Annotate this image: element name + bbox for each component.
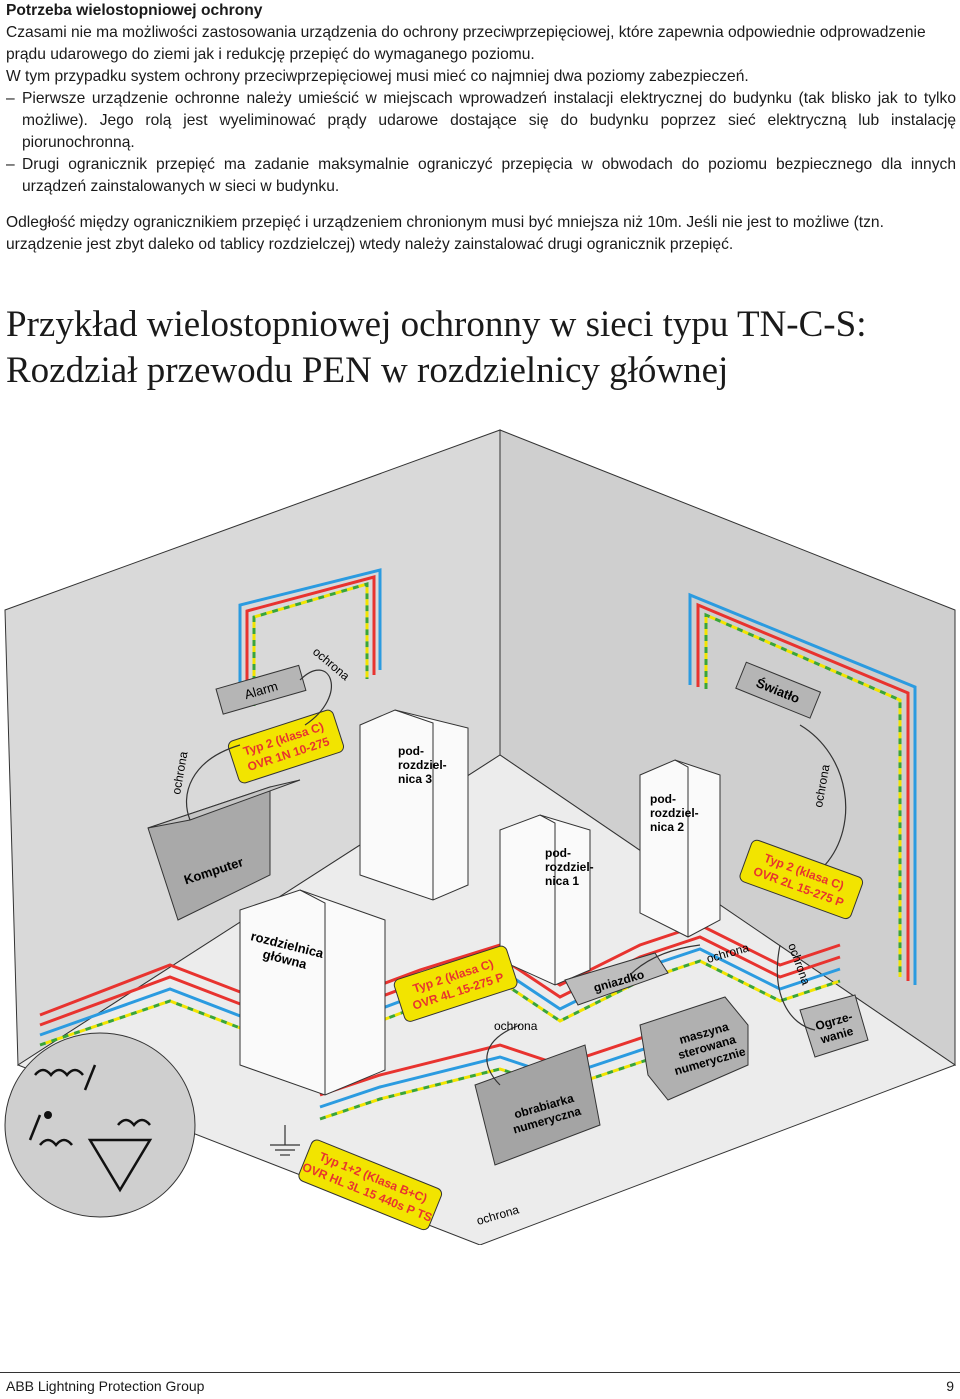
wall-cable-left xyxy=(238,568,382,706)
intro-paragraph-2: W tym przypadku system ochrony przeciwpr… xyxy=(6,68,749,85)
diagram-heading: Przykład wielostopniowej ochronny w siec… xyxy=(6,302,956,394)
subpanel-3-label-b: rozdziel- xyxy=(398,758,447,772)
subpanel-1-label-b: rozdziel- xyxy=(545,860,594,874)
earth-symbol xyxy=(270,1125,300,1156)
subpanel-1-label-a: pod- xyxy=(545,846,571,860)
intro-text: Czasami nie ma możliwości zastosowania u… xyxy=(6,22,956,88)
subpanel-3-label-c: nica 3 xyxy=(398,772,432,786)
intro-paragraph-1: Czasami nie ma możliwości zastosowania u… xyxy=(6,24,926,63)
protection-arrows xyxy=(186,669,847,1086)
subpanel-2-label-c: nica 2 xyxy=(650,820,684,834)
bullet-item: Pierwsze urządzenie ochronne należy umie… xyxy=(6,88,956,154)
heating-device: Ogrze- wanie xyxy=(799,994,869,1058)
subpanel-3-label-a: pod- xyxy=(398,744,424,758)
subpanel-2-label-a: pod- xyxy=(650,792,676,806)
spd-subpanel-1: Typ 2 (klasa C) OVR 4L 15-275 P xyxy=(393,945,518,1022)
subpanel-2-label-b: rozdziel- xyxy=(650,806,699,820)
computer-device: Komputer xyxy=(147,779,301,921)
distance-paragraph: Odległość między ogranicznikiem przepięć… xyxy=(6,214,884,253)
cnc-machine-device: maszyna sterowana numerycznie xyxy=(639,996,749,1101)
page-footer: ABB Lightning Protection Group 9 xyxy=(0,1372,960,1399)
heading-line-1: Przykład wielostopniowej ochronny w siec… xyxy=(6,304,867,345)
footer-company: ABB Lightning Protection Group xyxy=(6,1378,205,1394)
protection-label-lathe: ochrona xyxy=(494,1019,538,1033)
heading-line-2: Rozdział przewodu PEN w rozdzielnicy głó… xyxy=(6,350,729,391)
bullet-list: Pierwsze urządzenie ochronne należy umie… xyxy=(6,88,956,198)
subpanel-1: pod- rozdziel- nica 1 xyxy=(499,814,594,986)
diagram-svg: Alarm Światło Komputer pod- rozdziel- ni… xyxy=(4,429,957,1245)
subpanel-3: pod- rozdziel- nica 3 xyxy=(359,709,469,901)
spd-light: Typ 2 (klasa C) OVR 2L 15-275 P xyxy=(739,839,864,920)
subpanel-1-label-c: nica 1 xyxy=(545,874,579,888)
section-title: Potrzeba wielostopniowej ochrony xyxy=(6,2,263,19)
installation-diagram: Alarm Światło Komputer pod- rozdziel- ni… xyxy=(0,425,960,1245)
bullet-item: Drugi ogranicznik przepięć ma zadanie ma… xyxy=(6,154,956,198)
transformer-symbol xyxy=(4,1032,196,1218)
page-number: 9 xyxy=(946,1378,954,1394)
intro-section: Potrzeba wielostopniowej ochrony Czasami… xyxy=(6,0,956,198)
main-panel: rozdzielnica główna xyxy=(239,889,386,1096)
footer-divider xyxy=(0,1372,960,1373)
cnc-lathe-device: obrabiarka numeryczna xyxy=(474,1044,601,1166)
spd-alarm: Typ 2 (klasa C) OVR 1N 10-275 xyxy=(227,709,345,784)
subpanel-2: pod- rozdziel- nica 2 xyxy=(639,759,721,938)
wall-cable-right xyxy=(688,592,917,985)
